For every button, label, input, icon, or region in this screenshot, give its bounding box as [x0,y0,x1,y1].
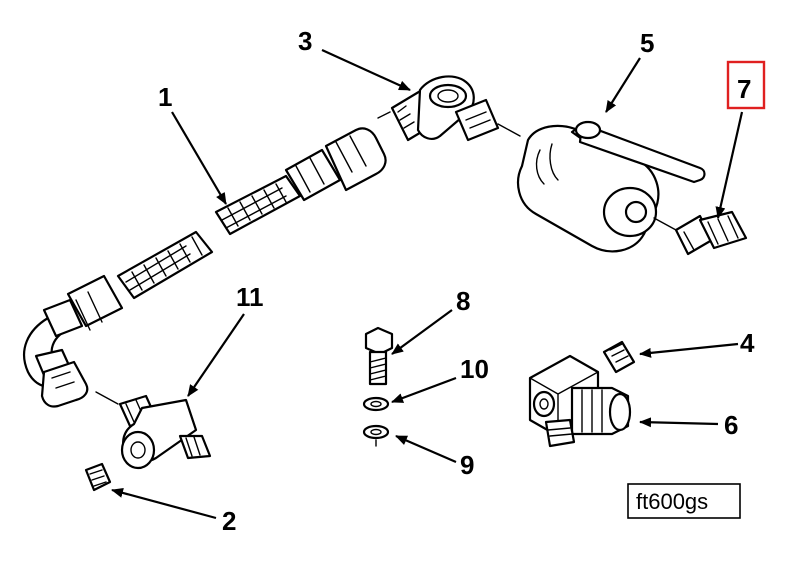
callout-3: 3 [298,26,312,56]
tee-fitting [118,394,212,470]
bolt-and-washers [362,326,394,447]
leader-arrow-5 [605,57,641,113]
callout-10: 10 [460,354,489,384]
leader-arrow-10 [391,376,457,404]
leader-arrow-3 [321,48,411,92]
leader-arrow-9 [395,434,457,464]
callout-8: 8 [456,286,470,316]
callout-6: 6 [724,410,738,440]
leader-arrow-2 [111,488,217,520]
leader-arrows [111,48,744,520]
pipe-nipple [674,210,748,256]
hose-assembly [23,127,387,408]
callout-7: 7 [737,74,751,104]
callout-labels: 1 2 3 4 5 6 7 8 9 10 11 [158,26,766,536]
street-elbow [528,354,632,448]
elbow-fitting [390,75,500,142]
callout-5: 5 [640,28,654,58]
leader-arrow-11 [187,313,245,397]
callout-9: 9 [460,450,474,480]
leader-arrow-1 [171,111,227,205]
assembly-lines [95,111,677,405]
callout-2: 2 [222,506,236,536]
highlight-box [726,60,766,110]
pipe-plug-right [602,340,636,374]
callout-11: 11 [236,282,264,312]
callout-1: 1 [158,82,172,112]
figure-code-box: ft600gs [627,483,741,519]
ball-valve [517,120,706,253]
figure-code: ft600gs [636,489,708,514]
leader-arrow-7 [715,111,744,219]
leader-arrow-4 [639,342,739,358]
pipe-plug-small [84,462,112,492]
leader-arrow-8 [391,309,453,355]
leader-arrow-6 [639,417,719,428]
callout-4: 4 [740,328,755,358]
